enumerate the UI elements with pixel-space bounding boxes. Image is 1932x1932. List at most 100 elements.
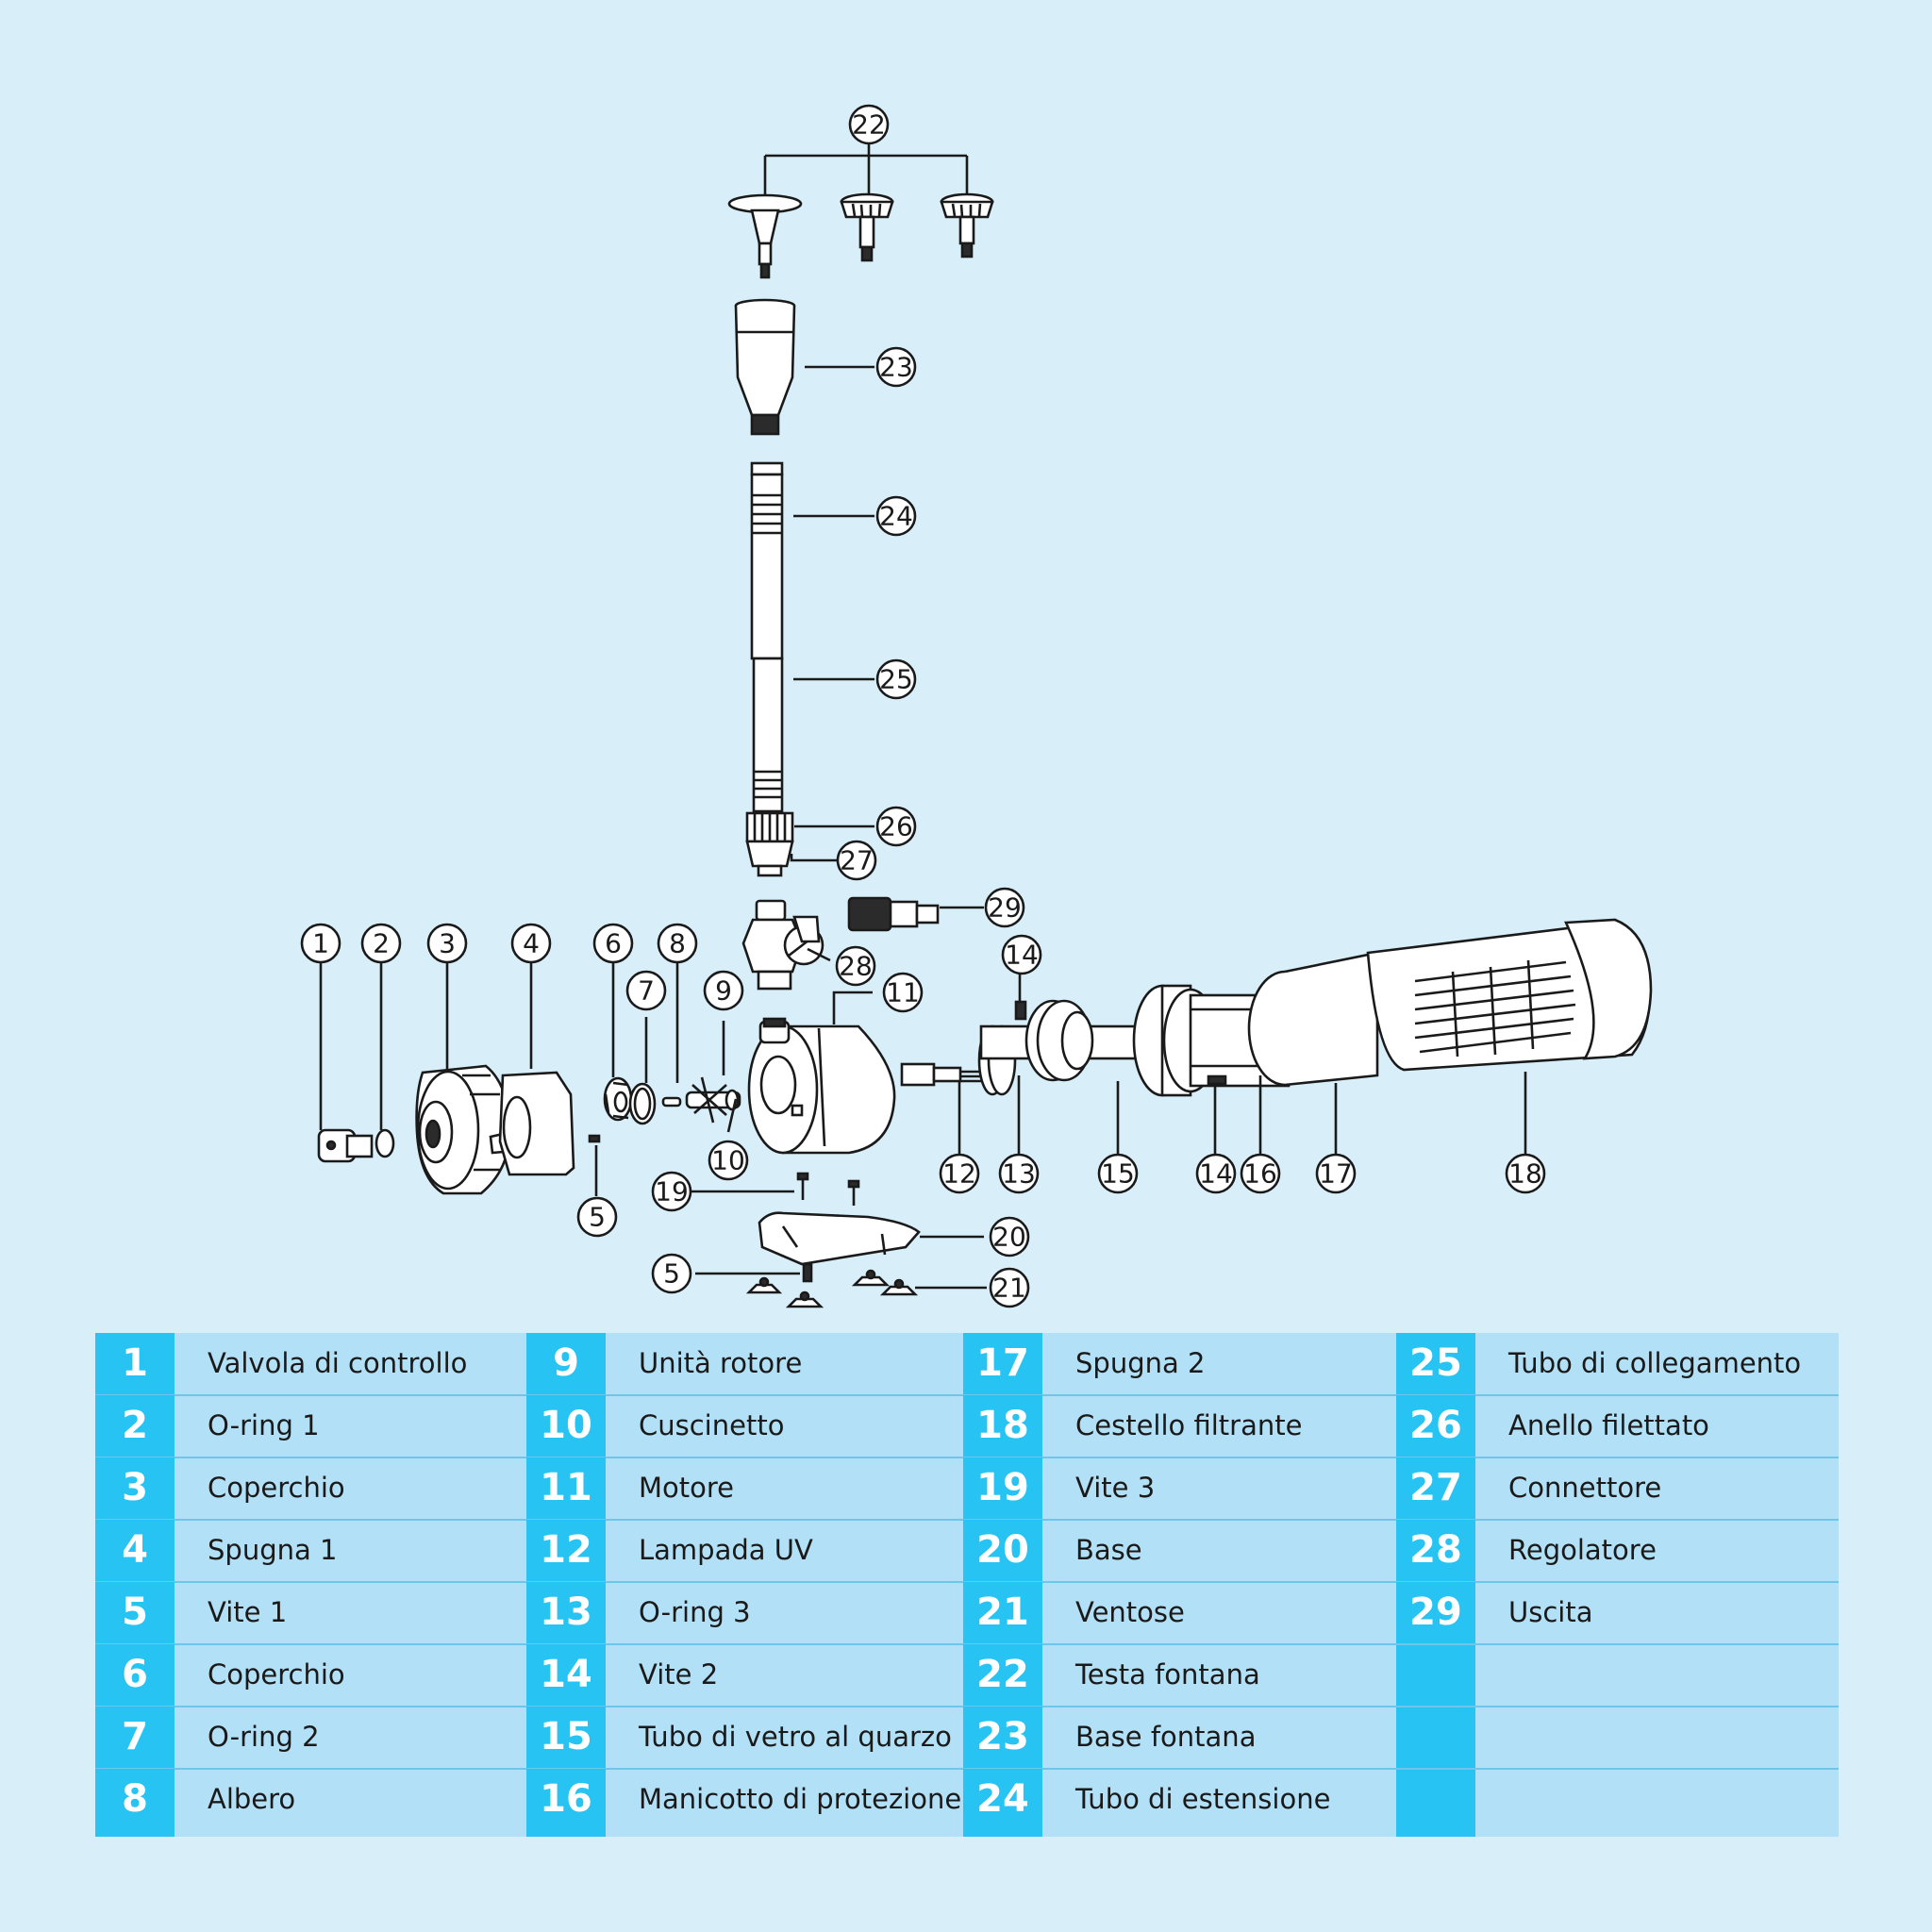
legend-part-name: Testa fontana: [1075, 1658, 1260, 1690]
legend-row-item-5: 5 Vite 1: [95, 1582, 526, 1643]
part-2-o-ring-1: [375, 962, 395, 1158]
legend-part-name: Spugna 1: [208, 1534, 338, 1566]
svg-text:19: 19: [655, 1176, 689, 1208]
legend-part-name: Vite 1: [208, 1596, 288, 1628]
legend-part-number: 14: [526, 1644, 606, 1706]
legend-row-item-19: 19 Vite 3: [963, 1457, 1396, 1519]
part-23-fountain-base: [734, 298, 874, 436]
legend-part-name: Vite 2: [639, 1658, 719, 1690]
callout-26: 26: [875, 806, 917, 847]
part-5-screw-1b: [695, 1262, 813, 1283]
part-26-threaded-ring: [745, 811, 874, 843]
legend-part-name: Vite 3: [1075, 1472, 1156, 1504]
legend-part-name: Spugna 2: [1075, 1347, 1206, 1379]
svg-text:14: 14: [1005, 940, 1039, 971]
legend-part-number: 15: [526, 1707, 606, 1768]
part-27-connector: [745, 840, 838, 877]
legend-part-number: 10: [526, 1395, 606, 1457]
legend-part-number: 11: [526, 1457, 606, 1519]
svg-text:13: 13: [1002, 1158, 1036, 1190]
legend-part-number: 18: [963, 1395, 1042, 1457]
legend-part-name: Coperchio: [208, 1658, 345, 1690]
legend-part-number: 19: [963, 1457, 1042, 1519]
callout-2: 2: [360, 923, 402, 964]
part-21-suction-cups: [745, 1269, 987, 1308]
callout-19: 19: [651, 1171, 692, 1212]
svg-text:2: 2: [373, 928, 390, 959]
svg-text:20: 20: [992, 1222, 1026, 1253]
part-6-cover: [603, 962, 633, 1122]
legend-part-number: 1: [95, 1333, 175, 1394]
callout-5-upper: 5: [576, 1196, 618, 1238]
svg-text:25: 25: [879, 664, 913, 695]
legend-part-name: Unità rotore: [639, 1347, 803, 1379]
part-22-fountain-heads: [727, 142, 994, 279]
svg-text:16: 16: [1243, 1158, 1277, 1190]
callout-17: 17: [1315, 1153, 1357, 1194]
part-28-regulator: [741, 899, 831, 991]
legend-part-name: Tubo di vetro al quarzo: [639, 1721, 952, 1753]
callout-3: 3: [426, 923, 468, 964]
callout-18: 18: [1505, 1153, 1546, 1194]
legend-part-number: 3: [95, 1457, 175, 1519]
legend-row-item-8: 8 Albero: [95, 1769, 526, 1830]
callout-14-upper: 14: [1001, 934, 1042, 975]
callout-13: 13: [998, 1153, 1040, 1194]
svg-text:23: 23: [879, 352, 913, 383]
legend-part-name: Ventose: [1075, 1596, 1185, 1628]
callout-8: 8: [657, 923, 698, 964]
legend-part-number: 9: [526, 1333, 606, 1394]
legend-row-item-22: 22 Testa fontana: [963, 1644, 1396, 1706]
callout-22: 22: [848, 104, 890, 145]
svg-text:9: 9: [715, 975, 732, 1007]
part-25-connecting-tube: [752, 657, 874, 813]
legend-part-name: Uscita: [1508, 1596, 1593, 1628]
callout-25: 25: [875, 658, 917, 700]
callout-6: 6: [592, 923, 634, 964]
part-7-o-ring-2: [628, 1017, 657, 1125]
legend-part-number: 7: [95, 1707, 175, 1768]
legend-part-number: 22: [963, 1644, 1042, 1706]
svg-text:29: 29: [988, 892, 1022, 924]
callout-14-lower: 14: [1195, 1153, 1237, 1194]
legend-part-name: Motore: [639, 1472, 735, 1504]
svg-text:26: 26: [879, 811, 913, 842]
legend-part-name: Tubo di estensione: [1075, 1783, 1331, 1815]
legend-part-number: 5: [95, 1582, 175, 1643]
callout-10: 10: [708, 1140, 749, 1181]
legend-part-name: O-ring 3: [639, 1596, 751, 1628]
svg-text:7: 7: [638, 975, 655, 1007]
svg-text:5: 5: [589, 1202, 606, 1233]
legend-row-item-14: 14 Vite 2: [526, 1644, 963, 1706]
callout-29: 29: [984, 887, 1025, 928]
legend-part-name: Albero: [208, 1783, 296, 1815]
svg-text:22: 22: [852, 109, 886, 141]
legend-part-name: Lampada UV: [639, 1534, 813, 1566]
legend-part-number: 8: [95, 1769, 175, 1830]
svg-text:14: 14: [1199, 1158, 1233, 1190]
part-18-filter-basket: [1366, 918, 1653, 1155]
svg-text:4: 4: [523, 928, 540, 959]
svg-text:24: 24: [879, 501, 913, 532]
part-11-motor: [747, 991, 896, 1155]
legend-part-number: 17: [963, 1333, 1042, 1394]
legend-part-name: Tubo di collegamento: [1508, 1347, 1802, 1379]
part-20-base: [758, 1211, 984, 1266]
callout-27: 27: [836, 840, 877, 881]
svg-text:8: 8: [669, 928, 686, 959]
